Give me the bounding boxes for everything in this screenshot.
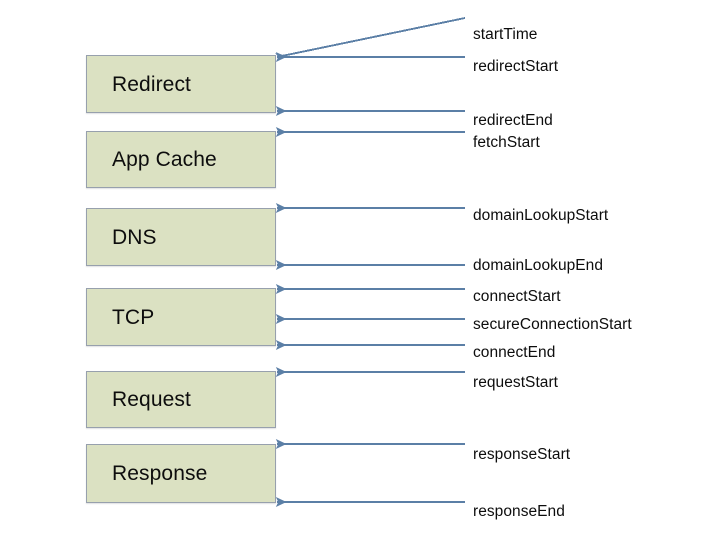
event-label-requestStart: requestStart: [473, 374, 559, 391]
event-label-domainLookupStart: domainLookupStart: [473, 207, 609, 224]
phase-box-response: Response: [86, 444, 276, 503]
phase-box-tcp: TCP: [86, 288, 276, 346]
phase-label-dns: DNS: [112, 225, 157, 249]
phase-label-response: Response: [112, 462, 208, 485]
phase-label-tcp: TCP: [112, 305, 155, 329]
event-label-fetchStart: fetchStart: [473, 134, 540, 151]
connector-startTime: [275, 17, 466, 62]
event-label-connectStart: connectStart: [473, 288, 561, 305]
event-label-domainLookupEnd: domainLookupEnd: [473, 257, 604, 274]
event-label-startTime: startTime: [473, 26, 538, 43]
phase-label-app-cache: App Cache: [112, 148, 217, 171]
event-label-redirectEnd: redirectEnd: [473, 112, 553, 129]
phase-box-dns: DNS: [86, 208, 276, 266]
event-label-connectEnd: connectEnd: [473, 344, 556, 361]
event-label-responseStart: responseStart: [473, 446, 571, 463]
phase-label-redirect: Redirect: [112, 72, 191, 96]
phase-box-request: Request: [86, 371, 276, 428]
event-label-responseEnd: responseEnd: [473, 503, 565, 520]
event-label-secureConnectionStart: secureConnectionStart: [473, 316, 632, 333]
phase-label-request: Request: [112, 388, 191, 411]
event-label-redirectStart: redirectStart: [473, 58, 559, 75]
phase-box-redirect: Redirect: [86, 55, 276, 113]
phase-box-app-cache: App Cache: [86, 131, 276, 188]
